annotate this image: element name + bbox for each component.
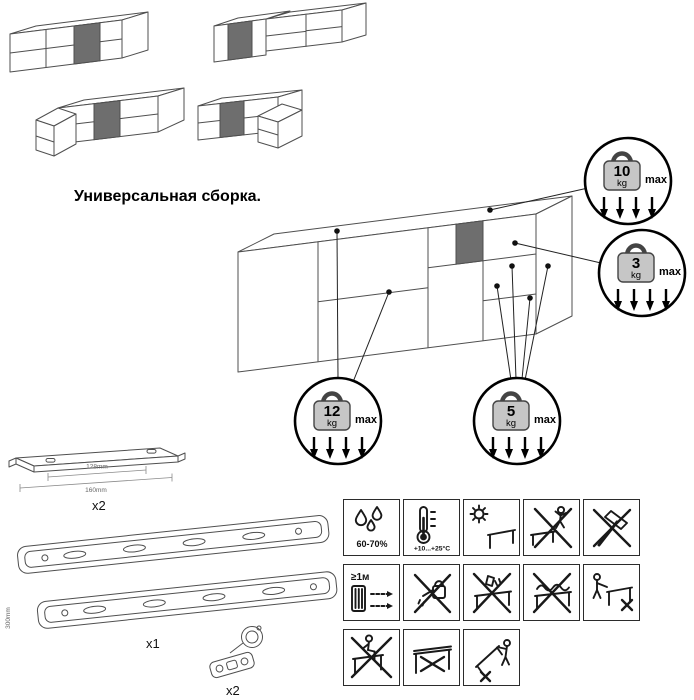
svg-text:5: 5 [507, 403, 515, 420]
drawer-slides-drawing: 300mm [5, 515, 338, 629]
load-arrows-icon [614, 289, 670, 311]
slide-length-label: 300mm [5, 607, 12, 629]
table-icon [486, 528, 516, 549]
svg-text:12: 12 [324, 403, 341, 420]
care-icon-no-dragging [583, 564, 640, 621]
assembly-variant-2 [213, 2, 367, 63]
assembly-variant-4 [197, 89, 303, 149]
care-icons-grid: 60-70% +10...+25°C [343, 499, 640, 686]
rail-qty-label: x2 [92, 498, 106, 513]
svg-text:60-70%: 60-70% [356, 539, 387, 549]
tilted-table-person-icon [474, 638, 511, 675]
load-arrows-icon [489, 437, 545, 459]
radiator-icon [350, 584, 366, 612]
callout-lines [334, 187, 602, 383]
max-label: max [534, 414, 557, 426]
care-icon-humidity: 60-70% [343, 499, 400, 556]
water-drops-icon [354, 505, 382, 532]
rail-dim-inner: 128mm [86, 464, 108, 471]
svg-text:kg: kg [327, 418, 337, 429]
prohibition-cross-icon [419, 655, 445, 672]
prohibition-cross-icon [350, 636, 392, 678]
care-icon-no-wet-cloth [523, 564, 580, 621]
load-arrows-icon [310, 437, 366, 459]
max-load-badge-12kg: 12 kg max [292, 375, 384, 467]
svg-text:kg: kg [506, 418, 516, 429]
prohibition-cross-icon [413, 573, 451, 613]
front-rail-drawing: 128mm 160mm [8, 447, 186, 494]
max-load-badge-5kg: 5 kg max [471, 375, 563, 467]
thermometer-icon [416, 505, 436, 544]
weight-icon: 5 kg [492, 391, 530, 431]
prohibition-cross-icon [472, 572, 511, 613]
prohibition-cross-icon [592, 508, 631, 547]
prohibition-cross-icon [620, 598, 633, 611]
care-icon-temperature: +10...+25°C [403, 499, 460, 556]
care-icon-no-hammering [583, 499, 640, 556]
max-load-badge-3kg: 3 kg max [596, 227, 688, 319]
sun-icon [469, 504, 488, 523]
svg-text:kg: kg [631, 270, 641, 281]
assembly-variant-3 [35, 87, 185, 157]
weight-icon: 12 kg [313, 391, 351, 431]
svg-text:3: 3 [632, 255, 640, 272]
assembly-title: Универсальная сборка. [74, 188, 261, 205]
care-icon-no-sitting [343, 629, 400, 686]
hinge-qty-label: x2 [226, 683, 240, 698]
jumping-person-icon [529, 505, 567, 546]
care-icon-no-direct-sunlight [463, 499, 520, 556]
distance-arrows-icon [369, 590, 393, 609]
svg-text:+10...+25°C: +10...+25°C [413, 544, 449, 552]
max-label: max [355, 414, 378, 426]
max-load-badge-10kg: 10 kg max [582, 135, 674, 227]
prohibition-cross-icon [533, 507, 572, 548]
care-icon-heat-source-distance: ≥1м [343, 564, 400, 621]
prohibition-cross-icon [532, 572, 571, 613]
svg-text:kg: kg [617, 178, 627, 189]
max-label: max [659, 266, 682, 278]
rail-dim-outer: 160mm [85, 487, 107, 494]
prohibition-cross-icon [479, 670, 491, 682]
svg-text:10: 10 [614, 163, 631, 180]
svg-text:≥1м: ≥1м [351, 572, 369, 583]
person-dragging-icon [592, 572, 633, 606]
care-icon-no-tilt-move [463, 629, 520, 686]
spilled-cup-icon [473, 574, 512, 610]
weight-icon: 3 kg [617, 243, 655, 283]
care-icon-no-jumping [523, 499, 580, 556]
max-label: max [645, 174, 668, 186]
weight-icon: 10 kg [603, 151, 641, 191]
desk-diagram [237, 195, 573, 373]
load-arrows-icon [600, 197, 656, 219]
table-icon [412, 645, 452, 674]
hinge-drawing [209, 625, 263, 679]
slides-qty-label: x1 [146, 636, 160, 651]
care-icon-no-load-under [403, 629, 460, 686]
assembly-variant-1 [9, 11, 149, 73]
care-icon-no-liquid-on-surface [463, 564, 520, 621]
care-icon-no-pouring-water [403, 564, 460, 621]
